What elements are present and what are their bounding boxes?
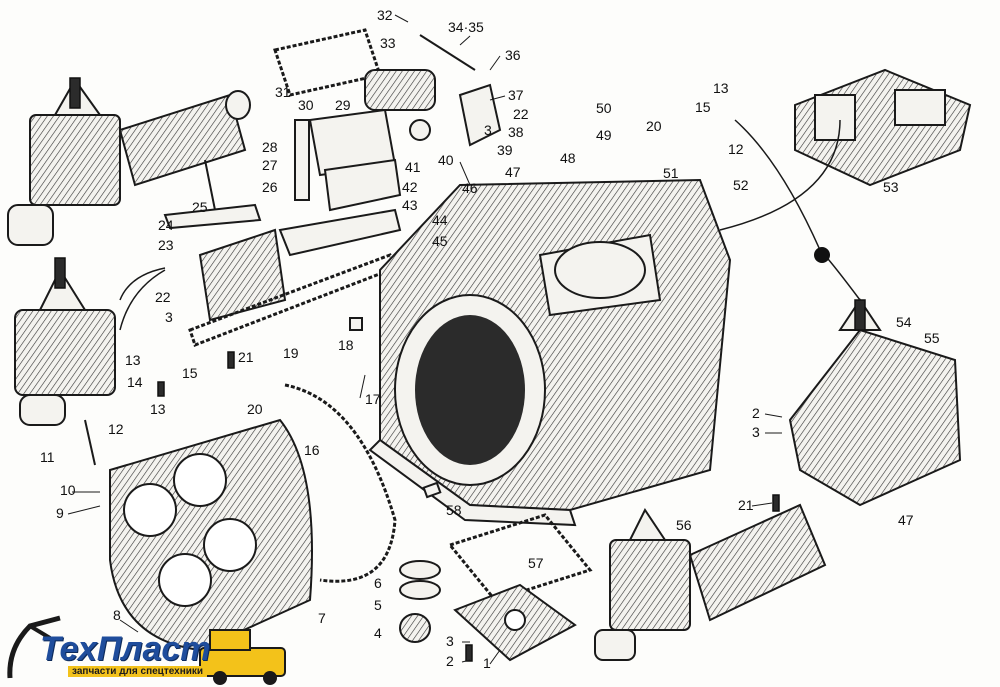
callout-39: 39 (497, 142, 513, 158)
callout-16: 16 (304, 442, 320, 458)
callout-36: 36 (505, 47, 521, 63)
callout-20-top: 20 (646, 118, 662, 134)
callout-42: 42 (402, 179, 418, 195)
callout-13-left-lower: 13 (150, 401, 166, 417)
cover-and-gaskets-top (163, 203, 402, 347)
callout-51: 51 (663, 165, 679, 181)
callout-9: 9 (56, 505, 64, 521)
callout-15-top: 15 (695, 99, 711, 115)
callout-47-top: 47 (505, 164, 521, 180)
callout-29: 29 (335, 97, 351, 113)
callout-2-right: 2 (752, 405, 760, 421)
callout-23: 23 (158, 237, 174, 253)
callout-50: 50 (596, 100, 612, 116)
bottom-cover-and-gasket (447, 513, 593, 662)
callout-33: 33 (380, 35, 396, 51)
leader-lines (67, 14, 783, 665)
callout-30: 30 (298, 97, 314, 113)
callout-21-right: 21 (738, 497, 754, 513)
callout-54: 54 (896, 314, 912, 330)
callout-14: 14 (127, 374, 143, 390)
shift-mechanism-upper-left (7, 77, 251, 246)
callout-2-bottom: 2 (446, 653, 454, 669)
callout-37: 37 (508, 87, 524, 103)
callout-10: 10 (60, 482, 76, 498)
callout-34-35: 34·35 (448, 19, 484, 35)
callout-26: 26 (262, 179, 278, 195)
top-cover-parts (273, 28, 402, 212)
callout-25: 25 (192, 199, 208, 215)
callout-19: 19 (283, 345, 299, 361)
assembly-arrow-left (119, 269, 166, 331)
front-bearing-plate (109, 383, 397, 652)
seal-rings (399, 560, 441, 643)
main-transmission-housing (368, 178, 732, 527)
callout-15-left: 15 (182, 365, 198, 381)
callout-1: 1 (483, 655, 491, 671)
company-logo (7, 615, 286, 685)
callout-48: 48 (560, 150, 576, 166)
callout-41: 41 (405, 159, 421, 175)
callout-8: 8 (113, 607, 121, 623)
callout-13-left: 13 (125, 352, 141, 368)
callout-55: 55 (924, 330, 940, 346)
callout-46: 46 (462, 180, 478, 196)
callout-38: 38 (508, 124, 524, 140)
assembly-arrow-left-2 (119, 267, 166, 301)
callout-7: 7 (318, 610, 326, 626)
callout-32: 32 (377, 7, 393, 23)
shift-unit-middle-left (14, 257, 116, 466)
callout-11: 11 (40, 449, 55, 465)
callout-40: 40 (438, 152, 454, 168)
callout-44: 44 (432, 212, 448, 228)
callout-6: 6 (374, 575, 382, 591)
callout-21-left: 21 (238, 349, 254, 365)
callout-45: 45 (432, 233, 448, 249)
callout-3-upper: 3 (484, 122, 492, 138)
callout-12-left: 12 (108, 421, 124, 437)
callout-4: 4 (374, 625, 382, 641)
small-pins-and-bolts (157, 317, 780, 662)
logo-tagline: запчасти для спецтехники (68, 666, 208, 677)
callout-3-left: 3 (165, 309, 173, 325)
callout-47-right: 47 (898, 512, 914, 528)
logo-wordmark: ТехПласт (40, 630, 211, 668)
callout-58: 58 (446, 502, 462, 518)
shift-unit-right (719, 119, 962, 507)
callout-3-bottom: 3 (446, 633, 454, 649)
callout-3-right: 3 (752, 424, 760, 440)
callout-27: 27 (262, 157, 278, 173)
top-right-cover (794, 68, 972, 187)
callout-22-left: 22 (155, 289, 171, 305)
callout-20-left: 20 (247, 401, 263, 417)
callout-5: 5 (374, 597, 382, 613)
callout-13-top: 13 (713, 80, 729, 96)
callout-12-top: 12 (728, 141, 744, 157)
callout-31: 31 (275, 84, 291, 100)
callout-56: 56 (676, 517, 692, 533)
callout-22-upper: 22 (513, 106, 529, 122)
callout-28: 28 (262, 139, 278, 155)
callout-49: 49 (596, 127, 612, 143)
callout-57: 57 (528, 555, 544, 571)
callout-17: 17 (365, 391, 381, 407)
callout-18: 18 (338, 337, 354, 353)
callout-53: 53 (883, 179, 899, 195)
callout-43: 43 (402, 197, 418, 213)
callout-52: 52 (733, 177, 749, 193)
callout-24: 24 (158, 217, 174, 233)
shift-unit-bottom (594, 503, 827, 661)
